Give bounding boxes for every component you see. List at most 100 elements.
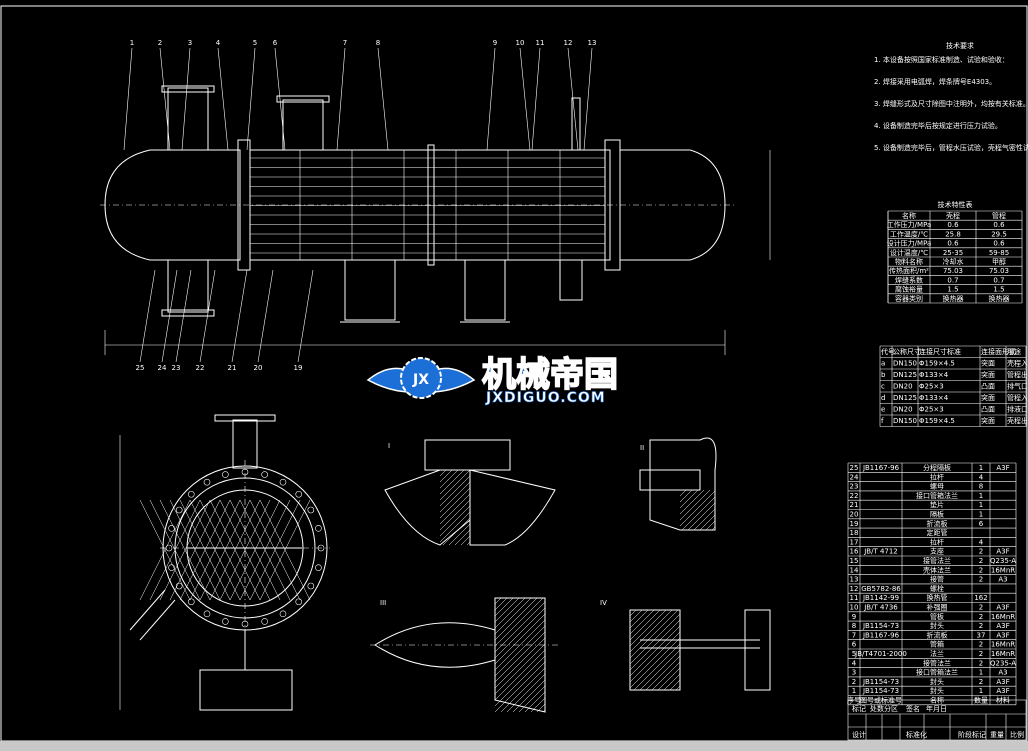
saddle-left [344, 260, 396, 321]
balloon-label: 13 [588, 39, 597, 47]
parts-table-cell: JB/T 4736 [863, 604, 898, 612]
parts-table-cell: 封头 [930, 677, 944, 686]
title-block-label: 年月日 [926, 704, 947, 713]
balloon-label: 25 [136, 364, 145, 372]
title-block-label: 设计 [852, 730, 866, 739]
parts-table-cell: 2 [979, 613, 983, 621]
balloon-label: 12 [564, 39, 573, 47]
nozzle-table-cell: a [881, 360, 885, 368]
bolt-hole [187, 490, 195, 498]
balloon-label: 20 [254, 364, 263, 372]
parts-table-cell: 接管 [930, 575, 944, 584]
design-table-cell: 设计压力/MPa [887, 239, 932, 248]
parts-table-cell: 18 [850, 529, 859, 537]
design-table-cell: 焊缝系数 [895, 275, 923, 284]
nozzle-table-cell: DN150 [893, 360, 917, 368]
parts-table-cell: 2 [979, 576, 983, 584]
design-table-cell: 59-85 [989, 249, 1009, 257]
design-table-cell: 名称 [902, 211, 916, 220]
left-head [104, 149, 241, 261]
nozzle-table-cell: b [881, 371, 886, 379]
parts-table-cell: 封头 [930, 621, 944, 630]
parts-table-cell: 16MnR [991, 613, 1015, 621]
parts-table-cell: 螺栓 [930, 584, 944, 593]
detail-view-IV: IV [600, 599, 771, 691]
parts-table-cell: Q235-A [990, 557, 1016, 565]
detail-view-II: II [639, 437, 717, 531]
parts-table-cell: 定距管 [927, 528, 948, 537]
parts-table-cell: 折流板 [927, 519, 948, 528]
notes-title: 技术要求 [946, 41, 974, 50]
logo-gear-icon [400, 357, 442, 399]
parts-table-cell: 管板 [930, 612, 944, 621]
parts-table-cell: 15 [850, 557, 859, 565]
nozzle-table-cell: 突面 [981, 416, 995, 425]
bolt-hole [307, 582, 315, 590]
balloon-label: 3 [188, 39, 192, 47]
nozzle-table-cell: 凸面 [981, 406, 995, 414]
bolt-hole [168, 525, 175, 532]
note-item: 1. 本设备按照国家标准制造、试验和验收： [874, 55, 1009, 64]
design-table-cell: 0.6 [993, 221, 1005, 229]
parts-table-cell: 14 [850, 566, 859, 574]
detail-I-hatch [439, 469, 471, 546]
parts-table-cell: 16MnR [991, 641, 1015, 649]
parts-table-cell: 垫片 [930, 500, 944, 509]
bolt-hole [295, 490, 303, 498]
parts-table-cell: 17 [850, 538, 859, 546]
parts-table-cell: 隔板 [930, 510, 944, 519]
nozzle-bottom-2 [559, 259, 583, 301]
nozzle-table-cell: DN125 [893, 394, 917, 402]
nozzle-table-cell: 用途 [1007, 347, 1021, 356]
parts-table-cell: 1 [979, 464, 983, 472]
parts-table-cell: 7 [852, 631, 856, 639]
title-block-label: 比例 [1010, 730, 1024, 739]
nozzle-table-cell: 凸面 [981, 383, 995, 391]
parts-table-cell: A3F [996, 464, 1009, 472]
design-table-cell: 75.03 [989, 267, 1009, 275]
detail-IV-hatch [629, 609, 681, 691]
parts-table-cell: 壳体法兰 [923, 565, 951, 574]
design-table-cell: 1.5 [947, 286, 958, 294]
design-table-cell: 冷却水 [943, 257, 964, 266]
note-item: 3. 焊缝形式及尺寸除图中注明外，均按有关标准。 [874, 99, 1028, 108]
parts-table-cell: A3F [996, 548, 1009, 556]
parts-table-cell: 接管法兰 [923, 658, 951, 667]
balloon-label: 1 [130, 39, 134, 47]
parts-table-cell: 6 [979, 520, 984, 528]
bolt-hole [175, 582, 183, 590]
parts-table-cell: 封头 [930, 686, 944, 695]
bolt-hole [222, 471, 229, 478]
parts-table-cell: JB1154-73 [862, 687, 899, 695]
end-view-saddle [199, 669, 293, 711]
parts-table-cell: A3F [996, 678, 1009, 686]
parts-table-cell: JB1154-73 [862, 622, 899, 630]
title-block-label: 分区 [884, 704, 898, 713]
parts-table-cell: 16MnR [991, 650, 1015, 658]
nozzle-table-cell: DN150 [893, 417, 917, 425]
view-label-IV: IV [600, 599, 607, 607]
end-view-top-nozzle [232, 419, 258, 469]
balloon-label: 8 [376, 39, 380, 47]
bolt-hole [187, 598, 195, 606]
title-block-label: 标记 [852, 704, 866, 713]
design-table-cell: 换热器 [989, 294, 1010, 303]
parts-table-cell: 2 [979, 641, 983, 649]
parts-table-cell: 2 [979, 650, 983, 658]
parts-table-cell: A3 [998, 576, 1007, 584]
parts-table-cell: 拉杆 [930, 537, 944, 546]
parts-table-cell: 4 [852, 659, 857, 667]
design-table-cell: 甲醇 [992, 257, 1006, 266]
parts-table-cell: 法兰 [930, 649, 944, 658]
parts-table-cell: 2 [852, 678, 856, 686]
parts-table-cell: 5 [852, 650, 856, 658]
watermark-logo: JX 机械帝国 JXDIGUO.COM [366, 354, 619, 406]
nozzle-table-cell: Φ159×4.5 [919, 417, 955, 425]
parts-table-cell: 2 [979, 678, 983, 686]
parts-table-cell: 2 [979, 557, 983, 565]
title-block-label: 处数 [870, 704, 884, 713]
parts-table-cell: 9 [852, 613, 856, 621]
